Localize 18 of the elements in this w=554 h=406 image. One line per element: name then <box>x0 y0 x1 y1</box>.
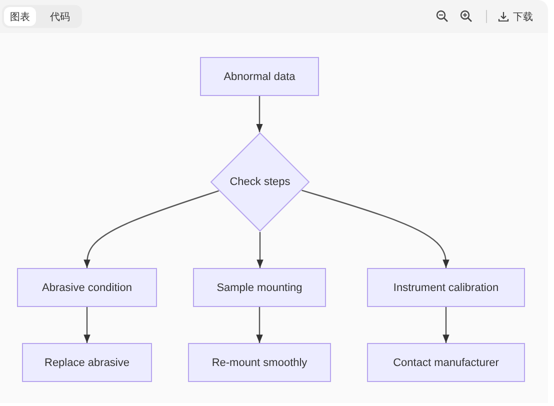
process-box: Abrasive condition <box>17 268 157 307</box>
arrow <box>84 190 219 268</box>
download-button: 下载 <box>498 9 533 24</box>
process-box: Contact manufacturer <box>367 343 525 382</box>
process-box: Abnormal data <box>200 57 319 96</box>
arrow <box>256 96 263 132</box>
process-box: Re-mount smoothly <box>188 343 331 382</box>
arrow <box>256 232 264 268</box>
chart-tab: 图表 <box>4 7 36 26</box>
arrow <box>84 307 90 343</box>
process-box: Instrument calibration <box>367 268 525 307</box>
code-tab: 代码 <box>44 7 76 26</box>
arrow <box>302 190 450 268</box>
node-label: Check steps <box>230 176 290 188</box>
arrow <box>256 307 263 343</box>
process-box: Replace abrasive <box>22 343 152 382</box>
process-box: Sample mounting <box>193 268 326 307</box>
arrow <box>442 307 450 343</box>
